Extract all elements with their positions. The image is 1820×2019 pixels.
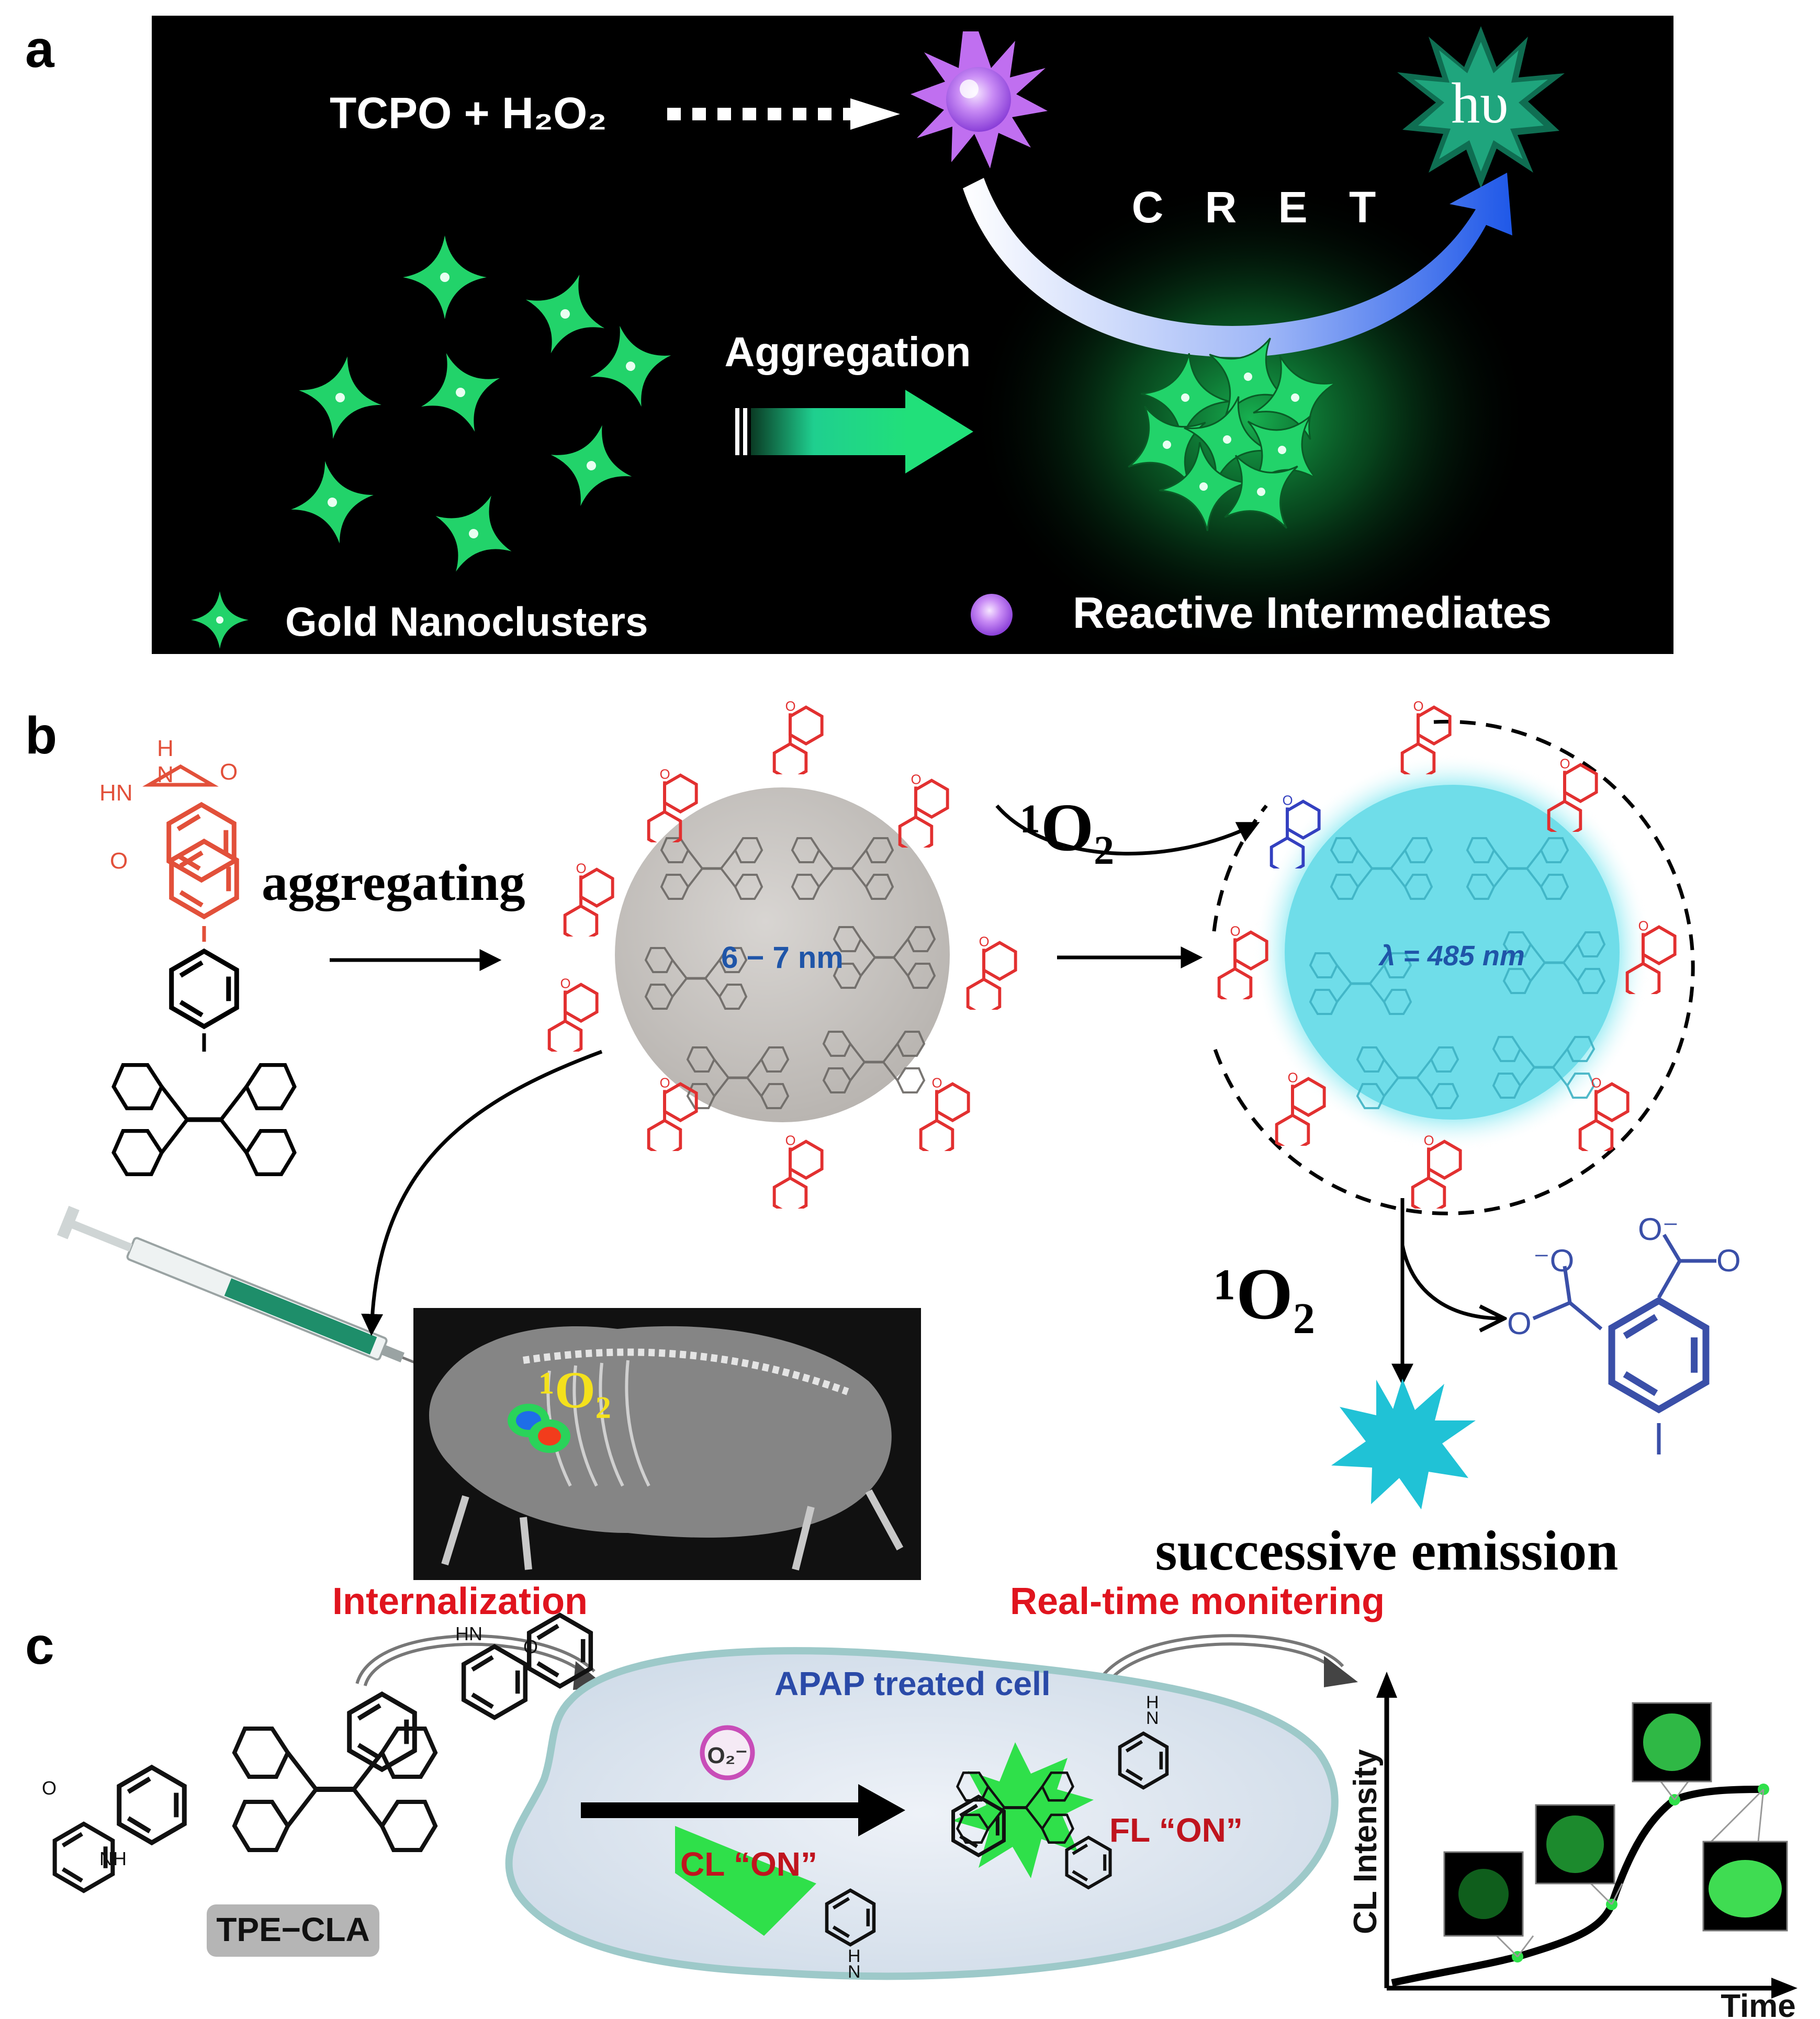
legend-nanoclusters: Gold Nanoclusters [191,591,648,649]
svg-text:O: O [1507,1306,1532,1341]
emission-hv-label: hυ [1451,71,1508,135]
singlet-oxygen-top-label: ¹O₂ [1020,790,1114,865]
singlet-oxygen-right-label: ¹O₂ [1214,1254,1315,1335]
fl-on-label: FL “ON” [1109,1811,1243,1849]
apap-treated-cell: APAP treated cell O₂⁻ CL “ON” FL “ON” H … [505,1647,1339,1982]
cell-image-3 [1632,1702,1712,1783]
svg-text:HN: HN [455,1623,482,1644]
svg-text:N: N [1146,1708,1159,1728]
svg-text:O: O [523,1636,538,1657]
cl-on-label: CL “ON” [680,1845,817,1883]
singlet-oxygen-mouse-label: ¹O₂ [539,1361,611,1419]
dotted-arrow [667,98,900,130]
syringe [57,1205,452,1379]
panel-label-b: b [25,706,57,765]
probe-name-badge [207,1904,379,1957]
svg-text:N: N [848,1962,861,1982]
svg-text:N: N [157,762,174,787]
internalization-label: Internalization [332,1581,588,1622]
svg-text:O⁻: O⁻ [1638,1212,1679,1247]
panel-c: c Internalization Real-time monitering H… [25,1581,1797,2019]
svg-text:H: H [1146,1693,1159,1712]
svg-text:O: O [1716,1243,1741,1278]
successive-emission-label: successive emission [1155,1520,1619,1582]
cl-intensity-plot: CL Intensity Time [1347,1672,1797,2019]
cret-label: C R E T [1132,183,1391,232]
phthalate-product: O O⁻ ⁻O O [1507,1212,1741,1454]
svg-text:⁻O: ⁻O [1533,1243,1574,1278]
cell-image-2 [1535,1804,1615,1885]
svg-text:H: H [848,1946,861,1966]
tpe-cla-molecule: HN O NH O [42,1615,591,1891]
cell-label: APAP treated cell [774,1665,1051,1702]
x-axis-label: Time [1721,1988,1796,2019]
cret-arrow: C R E T [963,173,1512,357]
aggregation-arrow [735,390,973,473]
cell-image-1 [1443,1851,1524,1937]
reactant-label: TCPO + H₂O₂ [330,88,607,138]
mouse-xray-image: ¹O₂ [413,1308,921,1580]
legend-intermediates: Reactive Intermediates [971,588,1552,637]
svg-text:O: O [220,759,238,785]
dashed-shell-arc [1212,719,1695,1215]
injection-arrow [361,1050,603,1336]
product-arrow [1400,1245,1502,1318]
cell-image-4 [1702,1841,1788,1932]
svg-text:O: O [42,1777,57,1799]
panel-a: a TCPO + H₂O₂ hυ C R E T [25,16,1673,659]
emission-wavelength-label: λ = 485 nm [1378,940,1525,972]
svg-text:O: O [110,848,128,874]
tpe-luminol-molecule: HN H N O O [99,736,295,1174]
gold-nanoclusters-dispersed [291,235,671,572]
monitoring-arrow [1093,1634,1358,1693]
superoxide-label: O₂⁻ [707,1743,748,1768]
legend-nanoclusters-label: Gold Nanoclusters [285,599,648,645]
reactive-intermediate-star [911,31,1048,168]
panel-label-a: a [25,20,55,78]
legend-intermediates-label: Reactive Intermediates [1073,588,1552,637]
realtime-monitoring-label: Real-time monitering [1010,1581,1385,1622]
panel-label-c: c [25,1617,54,1675]
emission-star: hυ [1397,26,1565,188]
svg-text:NH: NH [99,1848,127,1869]
y-axis-label: CL Intensity [1347,1749,1384,1934]
particle-size-label: 6 − 7 nm [721,941,844,975]
cyan-emission-burst [1331,1379,1476,1509]
svg-text:H: H [157,736,174,761]
oxidation-arrow-top [995,804,1260,856]
gold-nanoclusters-aggregate [1128,337,1338,532]
aggregation-label: Aggregation [724,329,971,375]
svg-text:HN: HN [99,780,133,806]
aggregating-label: aggregating [262,853,525,911]
gray-nanoparticle: 6 − 7 nm [615,787,950,1122]
probe-name-label: TPE−CLA [216,1911,369,1948]
cyan-nanoparticle: λ = 485 nm [1253,753,1651,1151]
panel-b: b HN H N O O aggregating [25,700,1741,1582]
